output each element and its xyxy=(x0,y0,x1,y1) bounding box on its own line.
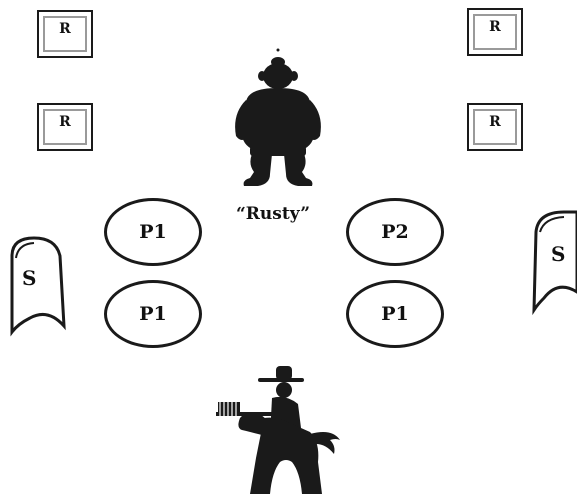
resource-box-mid-right: R xyxy=(467,103,523,151)
sumo-wrestler-icon xyxy=(235,48,321,186)
shield-left-label: S xyxy=(22,266,37,290)
horse-rider-icon xyxy=(216,366,340,494)
boss-name-label: “Rusty” xyxy=(236,204,310,224)
player-label: P2 xyxy=(381,221,409,243)
player-oval-right-lower: P1 xyxy=(346,280,444,348)
resource-label: R xyxy=(489,114,501,130)
shield-right-icon xyxy=(532,210,577,316)
resource-box-top-left: R xyxy=(37,10,93,58)
resource-label: R xyxy=(59,114,71,130)
player-label: P1 xyxy=(139,221,167,243)
shield-right-label: S xyxy=(551,242,566,266)
player-oval-left-upper: P1 xyxy=(104,198,202,266)
player-oval-left-lower: P1 xyxy=(104,280,202,348)
resource-label: R xyxy=(59,21,71,37)
shield-left-icon xyxy=(10,236,66,337)
player-label: P1 xyxy=(381,303,409,325)
resource-box-top-right: R xyxy=(467,8,523,56)
player-label: P1 xyxy=(139,303,167,325)
player-oval-right-upper: P2 xyxy=(346,198,444,266)
resource-label: R xyxy=(489,19,501,35)
resource-box-mid-left: R xyxy=(37,103,93,151)
